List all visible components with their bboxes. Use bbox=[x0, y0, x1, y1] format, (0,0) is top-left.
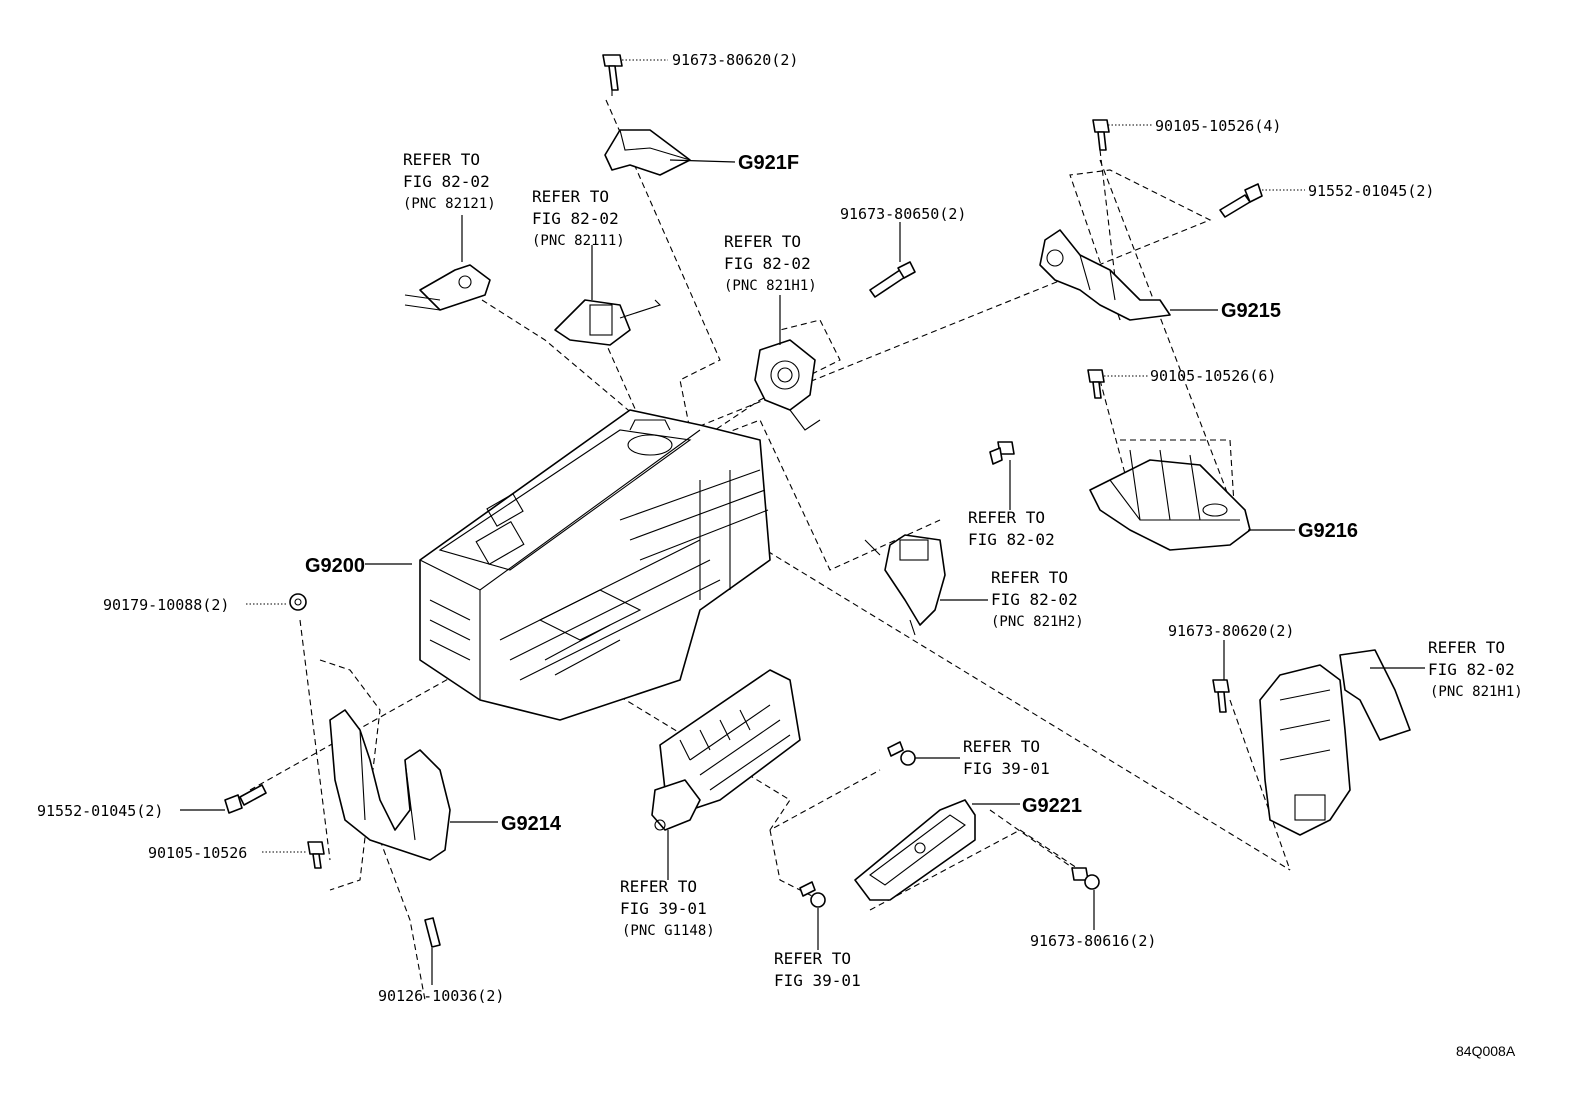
label-bolt-10088: 90179-10088(2) bbox=[103, 596, 229, 614]
label-refer-821h1a-l1: REFER TO bbox=[724, 232, 801, 251]
label-g921f: G921F bbox=[738, 152, 799, 174]
label-refer-g1148-l3: (PNC G1148) bbox=[622, 923, 715, 939]
stud-10036[interactable] bbox=[424, 917, 441, 948]
label-bolt-80620-right: 91673-80620(2) bbox=[1168, 622, 1294, 640]
leader-lines bbox=[180, 59, 1425, 985]
bolt-01045-left[interactable] bbox=[224, 784, 267, 814]
label-refer-3901b-l2: FIG 39-01 bbox=[774, 971, 861, 990]
label-bolt-10526-4: 90105-10526(4) bbox=[1155, 117, 1281, 135]
label-refer-g1148-l1: REFER TO bbox=[620, 877, 697, 896]
label-g9215: G9215 bbox=[1221, 300, 1281, 322]
label-refer-3901a-l2: FIG 39-01 bbox=[963, 759, 1050, 778]
connector-82111[interactable] bbox=[554, 299, 662, 346]
label-refer-3901b-l1: REFER TO bbox=[774, 949, 851, 968]
label-refer-821h1a-l2: FIG 82-02 bbox=[724, 254, 811, 273]
label-g9200: G9200 bbox=[305, 555, 365, 577]
label-refer-82121-l1: REFER TO bbox=[403, 150, 480, 169]
connector-821h2[interactable] bbox=[864, 534, 946, 636]
bolt-80620-right[interactable] bbox=[1212, 679, 1230, 713]
label-bolt-10526-left: 90105-10526 bbox=[148, 844, 247, 862]
label-refer-8202-mid-l2: FIG 82-02 bbox=[968, 530, 1055, 549]
label-bolt-80650: 91673-80650(2) bbox=[840, 205, 966, 223]
label-g9221: G9221 bbox=[1022, 795, 1082, 817]
label-bolt-01045-left: 91552-01045(2) bbox=[37, 802, 163, 820]
bolt-10088[interactable] bbox=[289, 593, 307, 611]
bracket-g921f[interactable] bbox=[604, 129, 691, 176]
bolt-refer-3901-b[interactable] bbox=[799, 881, 826, 908]
inverter-assembly[interactable] bbox=[419, 409, 771, 721]
connector-821h1-right[interactable] bbox=[1259, 649, 1411, 836]
bolt-80650[interactable] bbox=[869, 261, 916, 298]
connector-821h1-upper[interactable] bbox=[754, 339, 821, 431]
label-bolt-10526-6: 90105-10526(6) bbox=[1150, 367, 1276, 385]
bolt-10526-6[interactable] bbox=[1087, 369, 1105, 399]
label-refer-821h1b-l2: FIG 82-02 bbox=[1428, 660, 1515, 679]
connector-block-g1148[interactable] bbox=[651, 669, 801, 831]
label-g9216: G9216 bbox=[1298, 520, 1358, 542]
label-refer-82111-l2: FIG 82-02 bbox=[532, 209, 619, 228]
label-top-bolt: 91673-80620(2) bbox=[672, 51, 798, 69]
labels: 91673-80620(2) G921F REFER TO FIG 82-02 … bbox=[37, 51, 1523, 1059]
figure-id: 84Q008A bbox=[1456, 1043, 1516, 1059]
label-refer-821h1b-l1: REFER TO bbox=[1428, 638, 1505, 657]
bolt-refer-8202-mid[interactable] bbox=[989, 441, 1015, 465]
label-refer-821h2-l2: FIG 82-02 bbox=[991, 590, 1078, 609]
bracket-g9214[interactable] bbox=[329, 709, 451, 861]
label-refer-821h1b-l3: (PNC 821H1) bbox=[1430, 684, 1523, 700]
label-refer-82121-l3: (PNC 82121) bbox=[403, 196, 496, 212]
bolt-10526-left[interactable] bbox=[307, 841, 325, 869]
bolt-80620-top[interactable] bbox=[602, 54, 623, 91]
label-bolt-80616: 91673-80616(2) bbox=[1030, 932, 1156, 950]
label-g9214: G9214 bbox=[501, 813, 562, 835]
label-refer-821h2-l1: REFER TO bbox=[991, 568, 1068, 587]
cover-g9216[interactable] bbox=[1089, 449, 1251, 551]
label-bolt-10036: 90126-10036(2) bbox=[378, 987, 504, 1005]
label-refer-82121-l2: FIG 82-02 bbox=[403, 172, 490, 191]
cover-g9221[interactable] bbox=[854, 799, 976, 901]
bolt-80616[interactable] bbox=[1071, 867, 1100, 890]
label-refer-82111-l3: (PNC 82111) bbox=[532, 233, 625, 249]
label-refer-821h1a-l3: (PNC 821H1) bbox=[724, 278, 817, 294]
bracket-g9215[interactable] bbox=[1039, 229, 1171, 321]
label-refer-8202-mid-l1: REFER TO bbox=[968, 508, 1045, 527]
label-refer-82111-l1: REFER TO bbox=[532, 187, 609, 206]
label-refer-g1148-l2: FIG 39-01 bbox=[620, 899, 707, 918]
bolt-refer-3901-a[interactable] bbox=[887, 741, 916, 766]
bolt-10526-4[interactable] bbox=[1092, 119, 1110, 151]
label-refer-821h2-l3: (PNC 821H2) bbox=[991, 614, 1084, 630]
label-bolt-01045-right: 91552-01045(2) bbox=[1308, 182, 1434, 200]
bolt-01045-right[interactable] bbox=[1219, 183, 1263, 218]
label-refer-3901a-l1: REFER TO bbox=[963, 737, 1040, 756]
connector-82121[interactable] bbox=[404, 264, 491, 311]
